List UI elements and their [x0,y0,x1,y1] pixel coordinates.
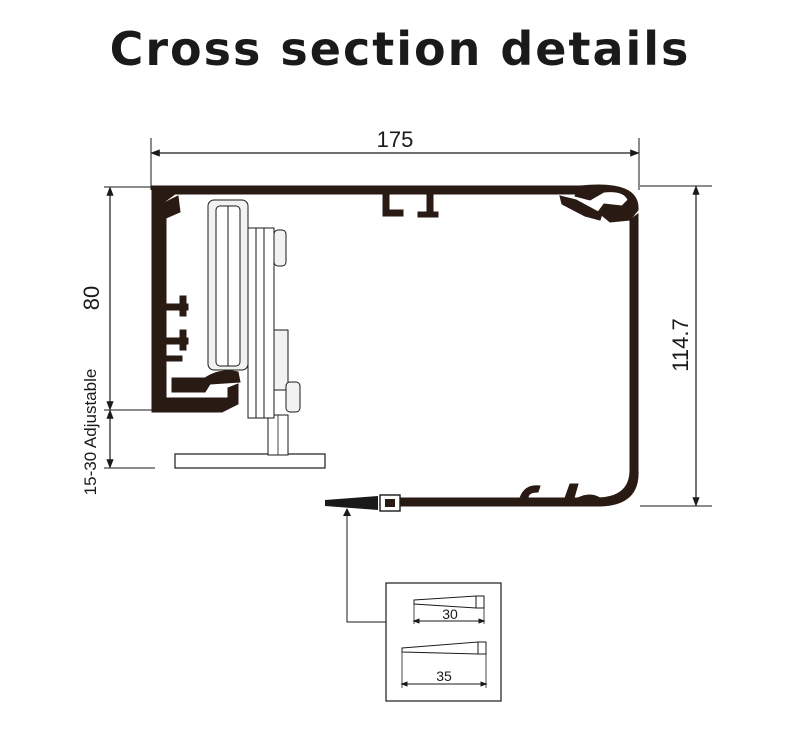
leader-line [346,512,386,623]
left-dimensions: 80 15-30 Adjustable [79,186,155,496]
width-label: 175 [377,127,414,152]
mounting-plate [174,414,326,469]
inset-large-label: 35 [436,668,452,684]
width-dimension: 175 [150,127,640,190]
height-total-label: 114.7 [668,318,693,371]
track-profile [151,184,639,507]
seal-strip [325,494,401,512]
adjustable-label: 15-30 Adjustable [81,369,100,496]
page-title: Cross section details [109,22,691,76]
height-top-label: 80 [79,286,104,310]
inset-small-label: 30 [442,606,458,622]
inset-detail-box: 30 35 [385,582,502,702]
right-dimension: 114.7 [640,185,712,507]
roller-mechanism [207,199,301,419]
